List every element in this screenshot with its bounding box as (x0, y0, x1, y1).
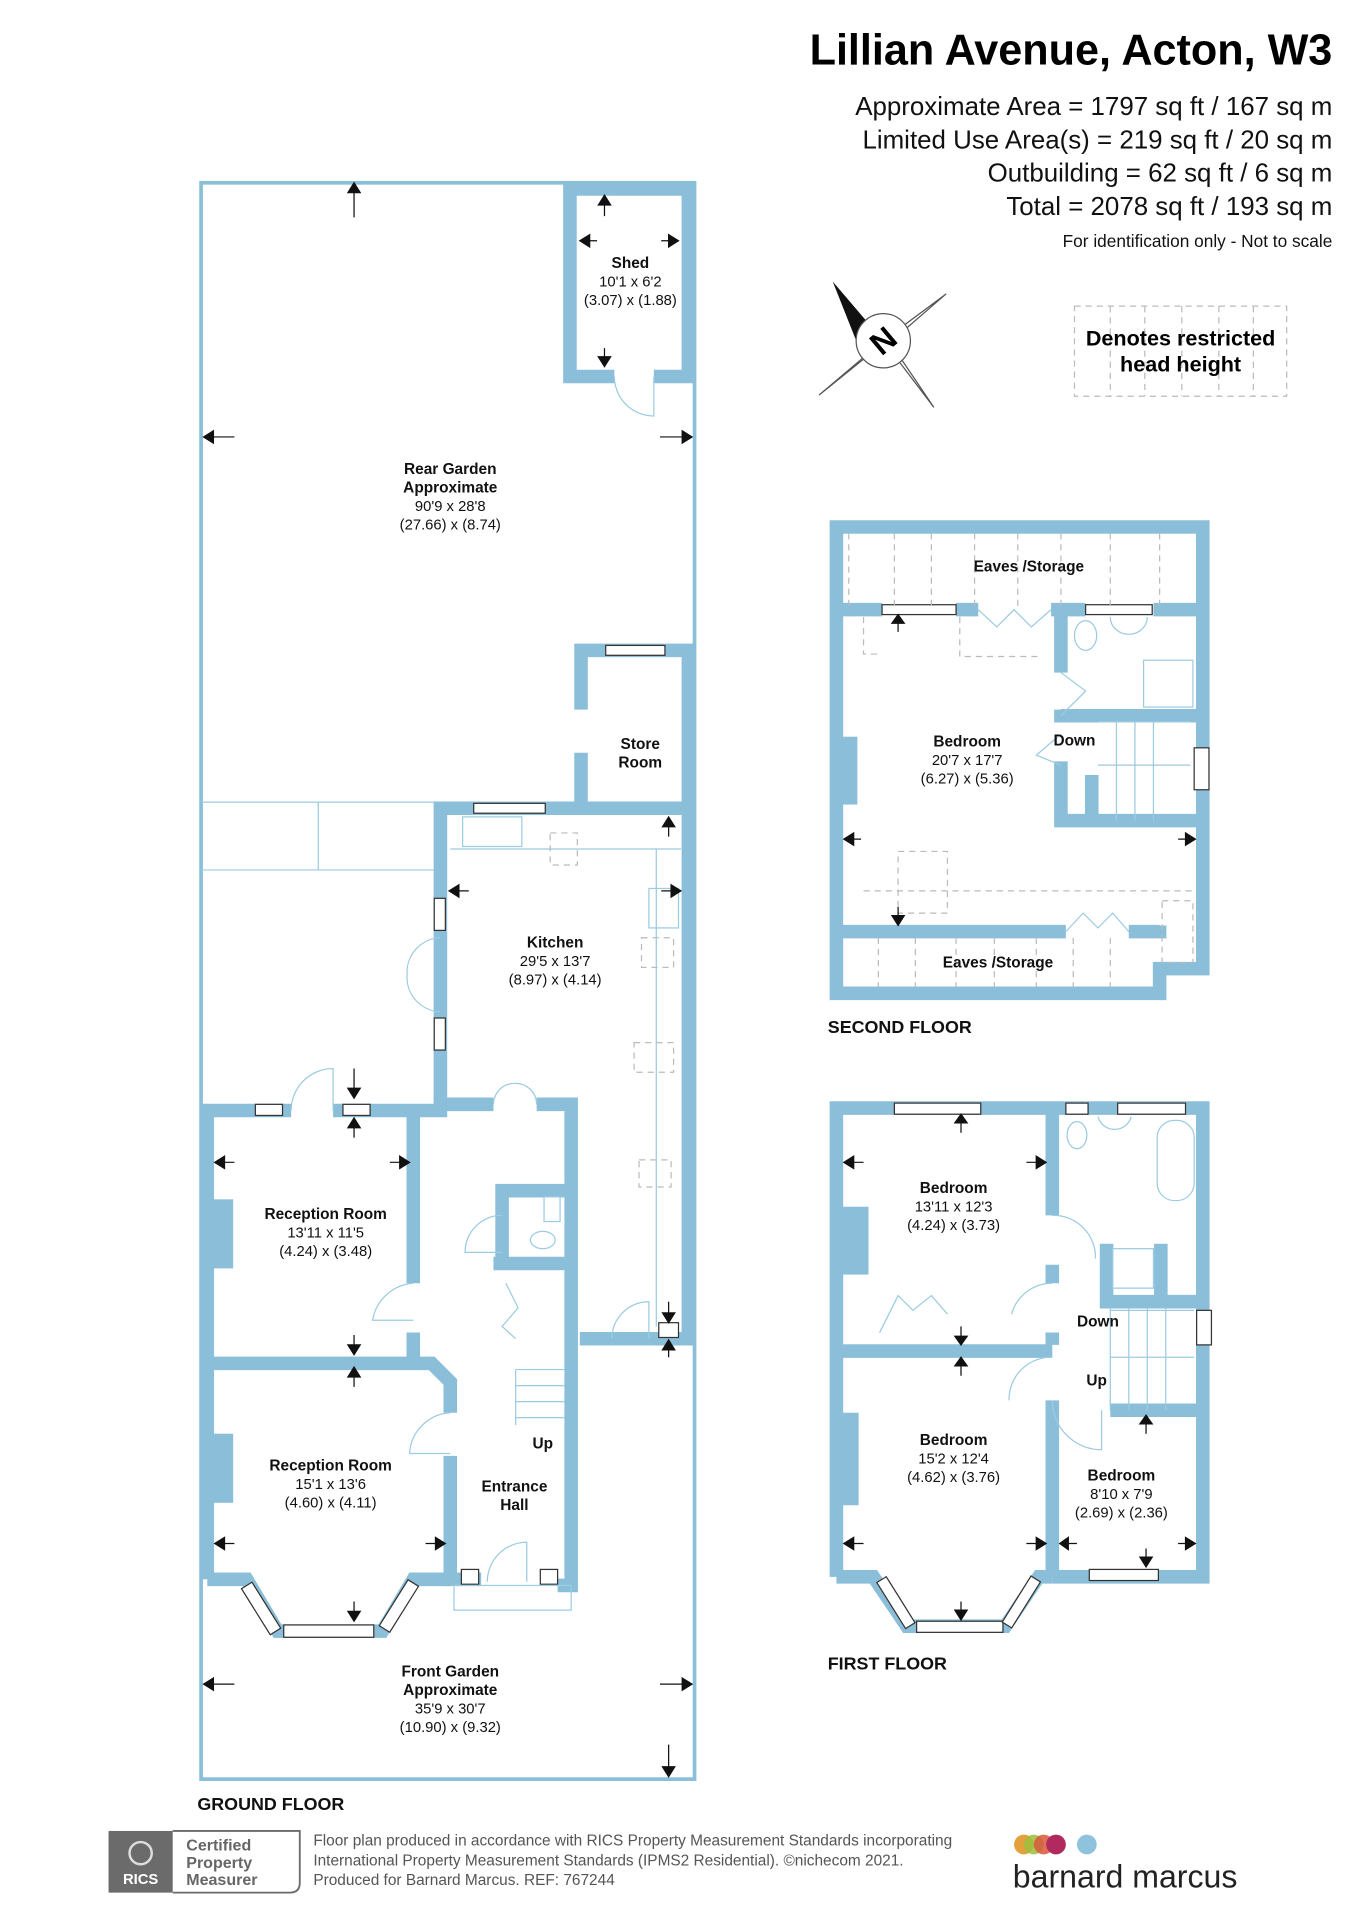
reception-room-1-label: Reception Room (264, 1206, 386, 1223)
first-floor-title: FIRST FLOOR (828, 1653, 947, 1673)
svg-text:Down: Down (1054, 732, 1096, 749)
footer-line-2: International Property Measurement Stand… (313, 1852, 903, 1869)
first-floor-bedroom-3-label: Bedroom (1088, 1468, 1156, 1485)
svg-text:Down: Down (1077, 1313, 1119, 1330)
brand-dot (1076, 1834, 1097, 1855)
second-floor-title: SECOND FLOOR (828, 1017, 972, 1037)
svg-text:Certified: Certified (186, 1837, 251, 1855)
svg-text:(4.60) x (4.11): (4.60) x (4.11) (285, 1496, 377, 1512)
area-approx: Approximate Area = 1797 sq ft / 167 sq m (855, 93, 1332, 121)
svg-text:8'10 x 7'9: 8'10 x 7'9 (1090, 1487, 1152, 1503)
svg-text:Property: Property (186, 1854, 252, 1872)
footer-line-3: Produced for Barnard Marcus. REF: 767244 (313, 1872, 615, 1889)
svg-text:(6.27) x (5.36): (6.27) x (5.36) (921, 772, 1014, 788)
compass-icon: N (818, 281, 947, 408)
svg-text:15'2 x 12'4: 15'2 x 12'4 (918, 1451, 989, 1467)
shed-label: Shed (612, 255, 650, 272)
footer-line-1: Floor plan produced in accordance with R… (313, 1833, 952, 1850)
second-floor-bedroom-label: Bedroom (933, 734, 1001, 751)
first-floor-plan: Bedroom 13'11 x 12'3 (4.24) x (3.73) Bed… (828, 1101, 1213, 1673)
svg-text:(2.69) x (2.36): (2.69) x (2.36) (1075, 1506, 1168, 1522)
svg-text:(4.24) x (3.48): (4.24) x (3.48) (279, 1244, 372, 1260)
reception-room-2-label: Reception Room (269, 1458, 391, 1475)
property-title: Lillian Avenue, Acton, W3 (810, 26, 1333, 74)
rear-garden-label: Rear Garden (404, 461, 496, 478)
ground-floor-title: GROUND FLOOR (197, 1794, 344, 1814)
svg-text:15'1 x 13'6: 15'1 x 13'6 (295, 1477, 366, 1493)
svg-text:Denotes restricted: Denotes restricted (1086, 326, 1275, 351)
svg-text:head height: head height (1120, 352, 1241, 377)
entrance-hall-label: Entrance (481, 1479, 547, 1496)
first-floor-bedroom-2-label: Bedroom (920, 1432, 988, 1449)
svg-text:RICS: RICS (123, 1872, 158, 1888)
svg-text:(3.07) x (1.88): (3.07) x (1.88) (584, 293, 677, 309)
scale-note: For identification only - Not to scale (1063, 231, 1333, 251)
front-garden-label: Front Garden (401, 1664, 499, 1681)
area-total: Total = 2078 sq ft / 193 sq m (1006, 193, 1332, 221)
svg-text:13'11 x 11'5: 13'11 x 11'5 (287, 1226, 364, 1242)
svg-text:(4.24) x (3.73): (4.24) x (3.73) (907, 1218, 1000, 1234)
svg-text:Approximate: Approximate (403, 479, 498, 496)
restricted-height-legend: Denotes restricted head height (1073, 305, 1288, 397)
second-floor-plan: Eaves /Storage Eaves /Storage Bedroom 20… (828, 520, 1210, 1037)
svg-text:Hall: Hall (500, 1497, 528, 1514)
store-room-label: Store (621, 736, 661, 753)
svg-text:barnard marcus: barnard marcus (1013, 1859, 1238, 1895)
barnard-marcus-logo: barnard marcus (1013, 1834, 1238, 1895)
ground-floor-plan: Shed 10'1 x 6'2 (3.07) x (1.88) Rear Gar… (197, 180, 697, 1814)
rics-badge: RICS Certified Property Measurer (108, 1830, 301, 1894)
svg-text:90'9 x 28'8: 90'9 x 28'8 (415, 499, 486, 515)
area-limited: Limited Use Area(s) = 219 sq ft / 20 sq … (862, 126, 1332, 154)
svg-text:(27.66) x (8.74): (27.66) x (8.74) (400, 517, 501, 533)
svg-text:Approximate: Approximate (403, 1682, 498, 1699)
svg-text:(8.97) x (4.14): (8.97) x (4.14) (509, 973, 602, 989)
svg-text:35'9 x 30'7: 35'9 x 30'7 (415, 1702, 486, 1718)
svg-text:20'7 x 17'7: 20'7 x 17'7 (932, 753, 1003, 769)
area-outbuilding: Outbuilding = 62 sq ft / 6 sq m (988, 160, 1333, 188)
svg-text:Room: Room (618, 755, 662, 772)
svg-text:Measurer: Measurer (186, 1871, 257, 1889)
first-floor-bedroom-1-label: Bedroom (920, 1180, 988, 1197)
eaves-storage-bottom-label: Eaves /Storage (943, 954, 1054, 971)
eaves-storage-top-label: Eaves /Storage (974, 558, 1085, 575)
kitchen-label: Kitchen (527, 935, 584, 952)
svg-text:Up: Up (533, 1436, 554, 1453)
svg-text:(4.62) x (3.76): (4.62) x (3.76) (907, 1470, 1000, 1486)
svg-text:10'1 x 6'2: 10'1 x 6'2 (599, 274, 661, 290)
brand-dot (1046, 1834, 1066, 1855)
svg-text:29'5 x 13'7: 29'5 x 13'7 (520, 954, 591, 970)
svg-text:Up: Up (1086, 1373, 1107, 1390)
svg-text:(10.90) x (9.32): (10.90) x (9.32) (400, 1720, 501, 1736)
svg-text:13'11 x 12'3: 13'11 x 12'3 (915, 1200, 993, 1216)
